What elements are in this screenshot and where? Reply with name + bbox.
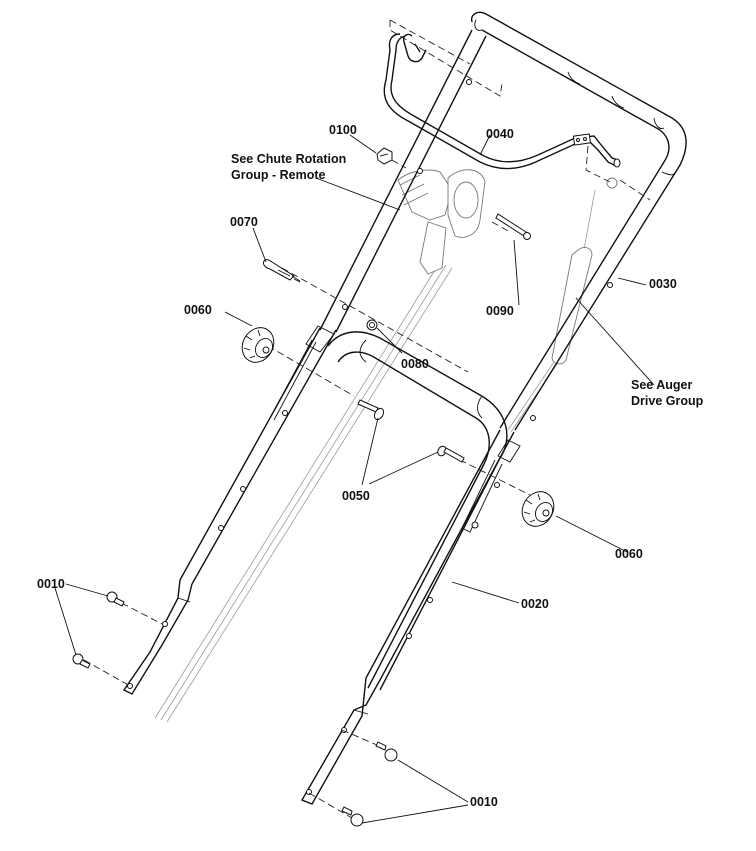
handle-knob-0060-left <box>241 327 275 363</box>
label-0040: 0040 <box>486 127 514 141</box>
cable-tie-0070 <box>263 259 301 283</box>
carriage-bolt-0050-lower <box>437 445 465 463</box>
hex-flange-bolt-0010 <box>72 591 398 827</box>
label-auger-line2: Drive Group <box>631 394 704 408</box>
label-0100: 0100 <box>329 123 357 137</box>
bolt-0090 <box>495 213 531 240</box>
label-0050: 0050 <box>342 489 370 503</box>
rod-clip-0100 <box>376 147 393 165</box>
label-0070: 0070 <box>230 215 258 229</box>
chute-rotation-assembly-ghost <box>154 169 486 723</box>
label-chute-rotation-line1: See Chute Rotation <box>231 152 346 166</box>
carriage-bolt-0050-upper <box>357 399 385 421</box>
callout-labels: 0100 See Chute Rotation Group - Remote 0… <box>37 123 704 809</box>
handle-knob-0060-right <box>521 491 555 527</box>
label-0060-right: 0060 <box>615 547 643 561</box>
upper-handle-0030 <box>319 11 687 431</box>
label-auger-line1: See Auger <box>631 378 693 392</box>
auger-cable-spring-ghost <box>507 177 618 433</box>
label-0080: 0080 <box>401 357 429 371</box>
label-0010-left: 0010 <box>37 577 65 591</box>
label-0010-right: 0010 <box>470 795 498 809</box>
alignment-lines <box>83 19 651 819</box>
label-0020: 0020 <box>521 597 549 611</box>
lower-handle-0020 <box>122 325 521 805</box>
leader-lines <box>54 134 655 824</box>
chute-control-rod-0040 <box>383 33 621 170</box>
label-0090: 0090 <box>486 304 514 318</box>
label-0030: 0030 <box>649 277 677 291</box>
label-chute-rotation-line2: Group - Remote <box>231 168 325 182</box>
lock-nut-0080 <box>366 319 378 331</box>
label-0060-left: 0060 <box>184 303 212 317</box>
